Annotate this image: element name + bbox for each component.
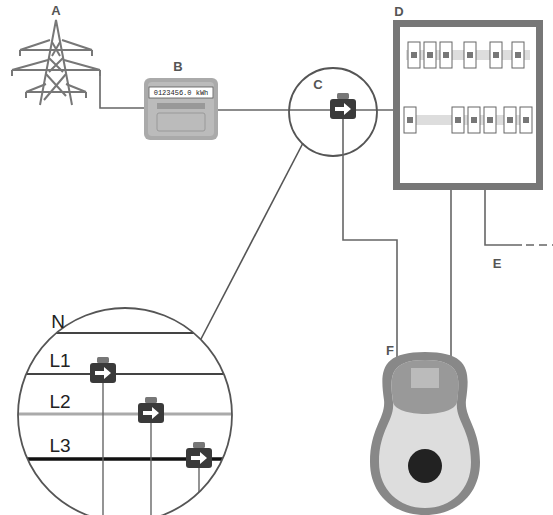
current-clamp (186, 442, 212, 468)
callout-letter: B (173, 60, 182, 73)
supply-wire (100, 76, 148, 108)
breaker-toggle (493, 52, 499, 58)
current-clamp (138, 397, 164, 423)
conductor-label: L3 (49, 436, 70, 455)
breaker-toggle (443, 52, 449, 58)
circuit-breaker (484, 107, 496, 133)
circuit-breaker (452, 107, 464, 133)
circuit-breaker (468, 107, 480, 133)
callout-letter: C (313, 78, 322, 91)
zoom-circle (18, 308, 232, 515)
circuit-breaker (464, 42, 476, 68)
conductor-label: L1 (49, 351, 70, 370)
circuit-breaker (520, 107, 532, 133)
meter-reading: 0123456.0 kWh (154, 89, 209, 96)
circuit-breaker (504, 107, 516, 133)
callout-letter: E (493, 257, 502, 270)
pylon (12, 20, 100, 105)
main-wire (218, 109, 393, 111)
distribution-board (393, 20, 543, 190)
circuit-breaker (490, 42, 502, 68)
circuit-breaker (440, 42, 452, 68)
sensor-wire (343, 119, 397, 362)
zoom-leader (201, 143, 303, 339)
breaker-toggle (523, 117, 529, 123)
circuit-breaker (408, 42, 420, 68)
breaker-toggle (515, 52, 521, 58)
charger-supply (450, 190, 452, 362)
conductor-label: N (51, 312, 65, 331)
breaker-toggle (427, 52, 433, 58)
callout-letter: A (51, 4, 60, 17)
breaker-toggle (467, 52, 473, 58)
callout-letter: D (394, 5, 403, 18)
circuit-breaker (404, 107, 416, 133)
outgoing-circuit (526, 244, 553, 246)
breaker-toggle (455, 117, 461, 123)
zoom-circle (289, 68, 377, 156)
wallbox (370, 352, 480, 515)
circuit-breaker (512, 42, 524, 68)
meter (144, 78, 218, 140)
breaker-toggle (471, 117, 477, 123)
circuit-breaker (424, 42, 436, 68)
breaker-toggle (487, 117, 493, 123)
breaker-toggle (507, 117, 513, 123)
current-clamp (330, 93, 356, 119)
current-clamp (90, 357, 116, 383)
breaker-toggle (411, 52, 417, 58)
callout-letter: F (386, 344, 394, 357)
conductor-label: L2 (49, 392, 70, 411)
breaker-toggle (407, 117, 413, 123)
outgoing-circuit (485, 190, 522, 245)
